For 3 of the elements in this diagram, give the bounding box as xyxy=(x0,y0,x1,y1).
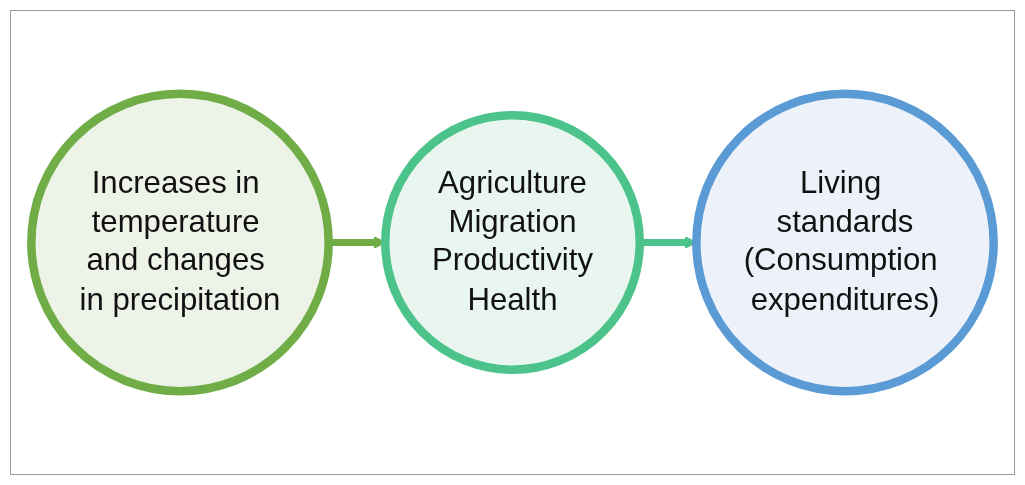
node-circle: Agriculture Migration Productivity Health xyxy=(381,111,644,374)
node-circle: Living standards (Consumption expenditures) xyxy=(692,89,998,396)
node-circle: Increases in temperature and changes in precipitation xyxy=(27,89,333,396)
